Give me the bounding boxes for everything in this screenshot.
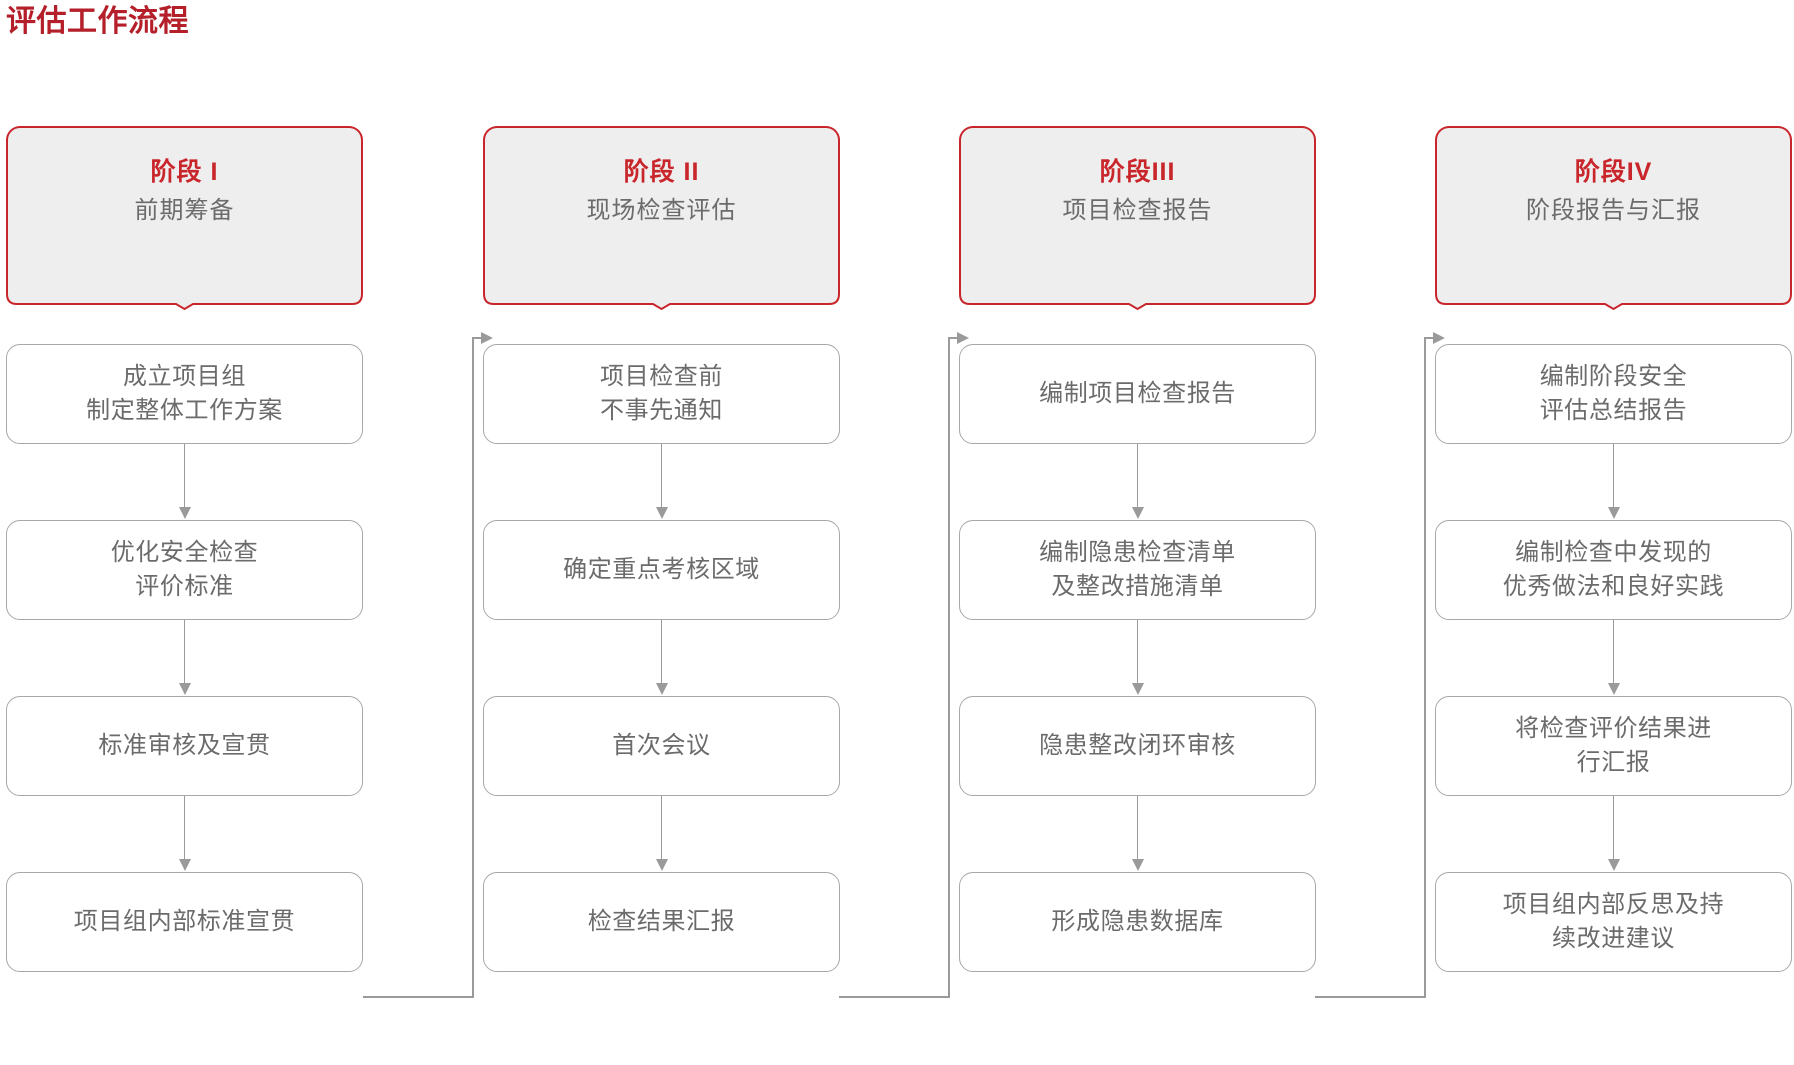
phase-banner-2-subtitle: 现场检查评估 [586,197,737,225]
arrow-down-2-3 [655,796,668,872]
phase-banner-2-notch-icon [483,278,840,311]
phase-column-3: 阶段III 项目检查报告 编制项目检查报告 编制隐患检查清单 及整改措施清单 隐… [959,126,1316,972]
phase-1-steps: 成立项目组 制定整体工作方案 优化安全检查 评价标准 标准审核及宣贯 项目组内部… [6,344,363,972]
step-box-3-2-label: 编制隐患检查清单 及整改措施清单 [1039,538,1236,600]
step-box-4-1-label: 编制阶段安全 评估总结报告 [1539,362,1688,424]
arrow-down-4-2 [1607,620,1620,696]
step-box-1-4[interactable]: 项目组内部标准宣贯 [6,872,363,972]
arrow-down-2-2 [655,620,668,696]
arrow-down-1-1 [178,444,191,520]
phase-banner-1: 阶段 I 前期筹备 [6,126,363,311]
step-box-3-3[interactable]: 隐患整改闭环审核 [959,696,1316,796]
step-box-1-2-label: 优化安全检查 评价标准 [110,538,259,600]
step-box-2-2-label: 确定重点考核区域 [563,555,760,583]
connector-phase2-to-phase3 [839,332,971,1003]
phase-column-1: 阶段 I 前期筹备 成立项目组 制定整体工作方案 优化安全检查 评价标准 标准审… [6,126,363,972]
step-box-2-1-label: 项目检查前 不事先通知 [600,362,723,424]
arrow-down-1-3 [178,796,191,872]
step-box-2-4-label: 检查结果汇报 [587,907,736,935]
arrow-down-4-3 [1607,796,1620,872]
phase-banner-1-notch-icon [6,278,363,311]
step-box-4-2[interactable]: 编制检查中发现的 优秀做法和良好实践 [1435,520,1792,620]
phase-banner-4-subtitle: 阶段报告与汇报 [1526,197,1701,225]
step-box-3-3-label: 隐患整改闭环审核 [1039,731,1236,759]
step-box-3-4[interactable]: 形成隐患数据库 [959,872,1316,972]
step-box-3-1-label: 编制项目检查报告 [1039,379,1236,407]
page-title: 评估工作流程 [6,5,189,38]
phase-column-4: 阶段IV 阶段报告与汇报 编制阶段安全 评估总结报告 编制检查中发现的 优秀做法… [1435,126,1792,972]
step-box-4-4[interactable]: 项目组内部反思及持 续改进建议 [1435,872,1792,972]
arrow-down-3-2 [1131,620,1144,696]
phase-banner-3: 阶段III 项目检查报告 [959,126,1316,311]
step-box-4-1[interactable]: 编制阶段安全 评估总结报告 [1435,344,1792,444]
phase-banner-1-subtitle: 前期筹备 [134,197,235,225]
arrow-down-2-1 [655,444,668,520]
step-box-3-2[interactable]: 编制隐患检查清单 及整改措施清单 [959,520,1316,620]
phase-banner-1-title: 阶段 I [150,158,219,186]
step-box-1-1-label: 成立项目组 制定整体工作方案 [86,362,283,424]
phase-banner-3-subtitle: 项目检查报告 [1062,197,1213,225]
step-box-2-2[interactable]: 确定重点考核区域 [483,520,840,620]
step-box-3-4-label: 形成隐患数据库 [1051,907,1224,935]
step-box-2-1[interactable]: 项目检查前 不事先通知 [483,344,840,444]
phase-2-steps: 项目检查前 不事先通知 确定重点考核区域 首次会议 检查结果汇报 [483,344,840,972]
step-box-1-3[interactable]: 标准审核及宣贯 [6,696,363,796]
phase-banner-3-notch-icon [959,278,1316,311]
step-box-1-1[interactable]: 成立项目组 制定整体工作方案 [6,344,363,444]
phase-4-steps: 编制阶段安全 评估总结报告 编制检查中发现的 优秀做法和良好实践 将检查评价结果… [1435,344,1792,972]
step-box-2-4[interactable]: 检查结果汇报 [483,872,840,972]
step-box-4-4-label: 项目组内部反思及持 续改进建议 [1502,890,1725,952]
arrow-down-4-1 [1607,444,1620,520]
step-box-1-3-label: 标准审核及宣贯 [98,731,271,759]
phase-column-2: 阶段 II 现场检查评估 项目检查前 不事先通知 确定重点考核区域 首次会议 检… [483,126,840,972]
step-box-4-3[interactable]: 将检查评价结果进 行汇报 [1435,696,1792,796]
arrow-down-3-1 [1131,444,1144,520]
phase-banner-3-title: 阶段III [1099,158,1176,186]
phase-banner-4-title: 阶段IV [1574,158,1653,186]
step-box-1-4-label: 项目组内部标准宣贯 [73,907,296,935]
arrow-down-1-2 [178,620,191,696]
step-box-3-1[interactable]: 编制项目检查报告 [959,344,1316,444]
connector-phase1-to-phase2 [363,332,495,1003]
step-box-4-3-label: 将检查评价结果进 行汇报 [1515,714,1712,776]
step-box-1-2[interactable]: 优化安全检查 评价标准 [6,520,363,620]
step-box-4-2-label: 编制检查中发现的 优秀做法和良好实践 [1502,538,1725,600]
connector-phase3-to-phase4 [1315,332,1447,1003]
step-box-2-3-label: 首次会议 [612,731,711,759]
phase-banner-4-notch-icon [1435,278,1792,311]
phase-banner-2: 阶段 II 现场检查评估 [483,126,840,311]
phase-3-steps: 编制项目检查报告 编制隐患检查清单 及整改措施清单 隐患整改闭环审核 形成隐患数… [959,344,1316,972]
phase-banner-2-title: 阶段 II [623,158,700,186]
step-box-2-3[interactable]: 首次会议 [483,696,840,796]
arrow-down-3-3 [1131,796,1144,872]
phase-banner-4: 阶段IV 阶段报告与汇报 [1435,126,1792,311]
